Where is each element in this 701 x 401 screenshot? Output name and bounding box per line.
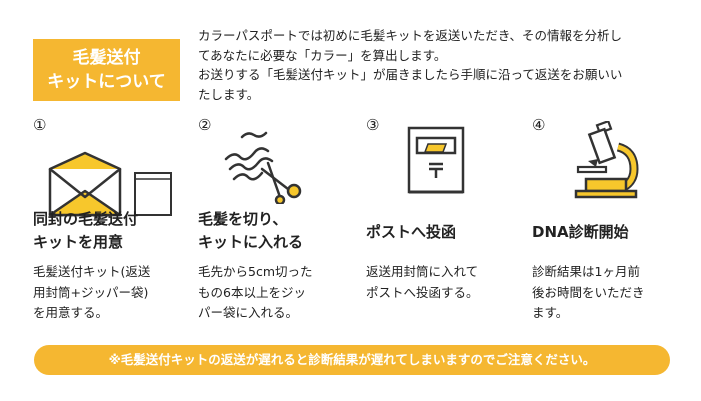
microscope-icon bbox=[572, 121, 642, 199]
step-title: DNA診断開始 bbox=[532, 221, 629, 244]
step-title: 同封の毛髪送付 キットを用意 bbox=[33, 208, 138, 254]
envelope-and-zipper-bag-icon bbox=[47, 147, 177, 217]
step-description: 診断結果は1ヶ月前 後お時間をいただき ます。 bbox=[532, 262, 645, 324]
badge-line-2: キットについて bbox=[47, 72, 166, 92]
step-3: ③ ポストへ投函 返送用封筒に入れて ポストへ投函する。 bbox=[366, 117, 526, 337]
intro-line-2: てあなたに必要な「カラー」を算出します。 bbox=[198, 47, 447, 63]
step-description: 返送用封筒に入れて ポストへ投函する。 bbox=[366, 262, 479, 303]
step-title-line-2: キットに入れる bbox=[198, 233, 304, 251]
step-description: 毛先から5cm切った もの6本以上をジッ パー袋に入れる。 bbox=[198, 262, 313, 324]
step-title-line-1: DNA診断開始 bbox=[532, 223, 629, 241]
step-title-line-2: キットを用意 bbox=[33, 233, 124, 251]
intro-line-4: たします。 bbox=[198, 86, 260, 102]
step-desc-line-2: ポストへ投函する。 bbox=[366, 284, 479, 300]
step-desc-line-2: もの6本以上をジッ bbox=[198, 284, 306, 300]
badge-line-1: 毛髪送付 bbox=[72, 48, 141, 68]
kit-info-badge: 毛髪送付 キットについて bbox=[33, 39, 180, 101]
hair-and-scissors-icon bbox=[220, 129, 305, 204]
notice-banner: ※毛髪送付キットの返送が遅れると診断結果が遅れてしまいますのでご注意ください。 bbox=[34, 345, 670, 375]
mailbox-icon bbox=[406, 126, 466, 196]
step-description: 毛髪送付キット(返送 用封筒+ジッパー袋) を用意する。 bbox=[33, 262, 150, 324]
step-desc-line-3: ます。 bbox=[532, 305, 569, 320]
step-desc-line-1: 返送用封筒に入れて bbox=[366, 264, 479, 279]
step-title-line-1: ポストへ投函 bbox=[366, 223, 457, 241]
step-1: ① 同封の毛髪送付 キットを用意 毛髪送付キット(返送 用封筒+ジッパー袋) を… bbox=[33, 117, 193, 337]
step-number: ① bbox=[33, 116, 47, 134]
step-title-line-1: 毛髪を切り、 bbox=[198, 210, 288, 228]
step-desc-line-1: 診断結果は1ヶ月前 bbox=[532, 264, 640, 279]
intro-text: カラーパスポートでは初めに毛髪キットを返送いただき、その情報を分析し てあなたに… bbox=[198, 26, 693, 104]
step-desc-line-1: 毛先から5cm切った bbox=[198, 264, 313, 279]
step-4: ④ DNA診断開始 診断結果は1ヶ月前 後お時間をいただき ます。 bbox=[532, 117, 692, 337]
step-title-line-1: 同封の毛髪送付 bbox=[33, 210, 139, 228]
step-desc-line-2: 後お時間をいただき bbox=[532, 284, 645, 300]
step-title: ポストへ投函 bbox=[366, 221, 456, 244]
intro-line-3: お送りする「毛髪送付キット」が届きましたら手順に沿って返送をお願いい bbox=[198, 67, 623, 82]
step-desc-line-3: を用意する。 bbox=[33, 305, 109, 320]
step-number: ② bbox=[198, 116, 212, 134]
step-desc-line-1: 毛髪送付キット(返送 bbox=[33, 264, 151, 279]
step-number: ③ bbox=[366, 116, 380, 134]
intro-line-1: カラーパスポートでは初めに毛髪キットを返送いただき、その情報を分析し bbox=[198, 28, 623, 43]
step-number: ④ bbox=[532, 116, 546, 134]
step-title: 毛髪を切り、 キットに入れる bbox=[198, 208, 303, 254]
step-desc-line-2: 用封筒+ジッパー袋) bbox=[33, 284, 149, 300]
step-2: ② 毛髪を切り、 キットに入れる 毛先から5cm切った もの6本以上をジッ パー… bbox=[198, 117, 358, 337]
step-desc-line-3: パー袋に入れる。 bbox=[198, 305, 299, 320]
